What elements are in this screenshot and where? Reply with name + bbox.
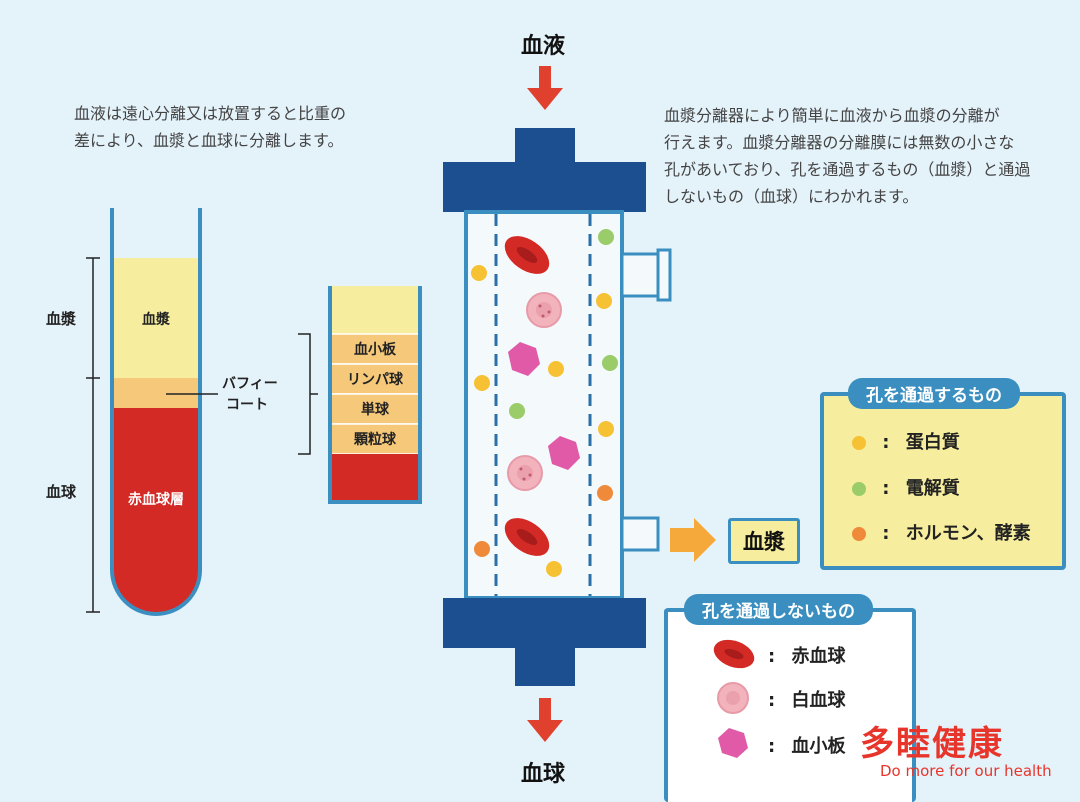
bracket-label-plasma: 血漿 (46, 310, 77, 328)
pass-box-title: 孔を通過するもの (848, 378, 1020, 409)
nopass-item-platelet: : 血小板 (768, 732, 845, 758)
nopass-item-label: 赤血球 (791, 646, 846, 667)
detail-layer-monocyte: 単球 (361, 402, 389, 418)
pass-item-colon: : (882, 478, 890, 499)
detail-layer-lymphocyte: リンパ球 (347, 372, 403, 388)
nopass-item-rbc: : 赤血球 (768, 642, 845, 668)
buffy-coat-label-1: バフィー (222, 376, 278, 392)
pass-item-electrolyte: : 電解質 (852, 474, 960, 500)
plasma-output-box: 血漿 (728, 518, 800, 564)
electrolyte-dot-icon (852, 482, 866, 496)
platelet-icon (718, 728, 748, 758)
pass-item-hormone: : ホルモン、酵素 (852, 519, 1031, 545)
pass-item-label: 蛋白質 (905, 432, 960, 453)
nopass-item-label: 血小板 (791, 736, 846, 757)
test-tube (110, 208, 202, 616)
right-description-line-2: 行えます。血漿分離器の分離膜には無数の小さな (664, 133, 1015, 152)
nopass-item-colon: : (768, 646, 776, 667)
nopass-item-colon: : (768, 690, 776, 711)
white-blood-cell-icon (507, 455, 543, 491)
left-description-line-2: 差により、血漿と血球に分離します。 (74, 131, 344, 150)
buffy-coat-label-2: コート (226, 397, 268, 413)
watermark-brand: 多睦健康 (860, 724, 1004, 764)
pass-item-colon: : (882, 432, 890, 453)
pass-item-label: 電解質 (905, 478, 960, 499)
protein-dot-icon (852, 436, 866, 450)
hormone-dot-icon (852, 527, 866, 541)
right-description-line-1: 血漿分離器により簡単に血液から血漿の分離が (664, 106, 1000, 125)
nopass-item-colon: : (768, 736, 776, 757)
tube-layer-plasma: 血漿 (142, 312, 170, 328)
detail-layer-platelet: 血小板 (354, 342, 396, 358)
left-description-line-1: 血液は遠心分離又は放置すると比重の (74, 104, 347, 123)
red-blood-cell-icon (504, 518, 550, 556)
red-blood-cell-icon (504, 236, 550, 274)
nopass-item-wbc: : 白血球 (768, 686, 845, 712)
pass-item-colon: : (882, 523, 890, 544)
tube-layer-rbc: 赤血球層 (128, 492, 184, 508)
blood-cells-out-label: 血球 (521, 762, 566, 787)
white-blood-cell-icon (526, 292, 562, 328)
bracket-label-cells: 血球 (46, 483, 77, 501)
nopass-box-title: 孔を通過しないもの (684, 594, 873, 625)
watermark-tagline: Do more for our health (880, 762, 1052, 780)
detail-column (298, 286, 422, 504)
red-blood-cell-icon (713, 639, 755, 669)
detail-layer-granulocyte: 顆粒球 (354, 432, 396, 448)
right-description-line-4: しないもの（血球）にわかれます。 (664, 187, 919, 206)
pass-item-protein: : 蛋白質 (852, 428, 960, 454)
right-description-line-3: 孔があいており、孔を通過するもの（血漿）と通過 (664, 160, 1031, 179)
pass-item-label: ホルモン、酵素 (905, 523, 1031, 544)
white-blood-cell-icon (717, 682, 749, 714)
tube-bracket (86, 257, 100, 613)
nopass-item-label: 白血球 (791, 690, 846, 711)
platelet-icon (508, 342, 540, 376)
plasma-particles (471, 229, 618, 577)
blood-in-label: 血液 (521, 34, 566, 59)
platelet-icon (548, 436, 580, 470)
